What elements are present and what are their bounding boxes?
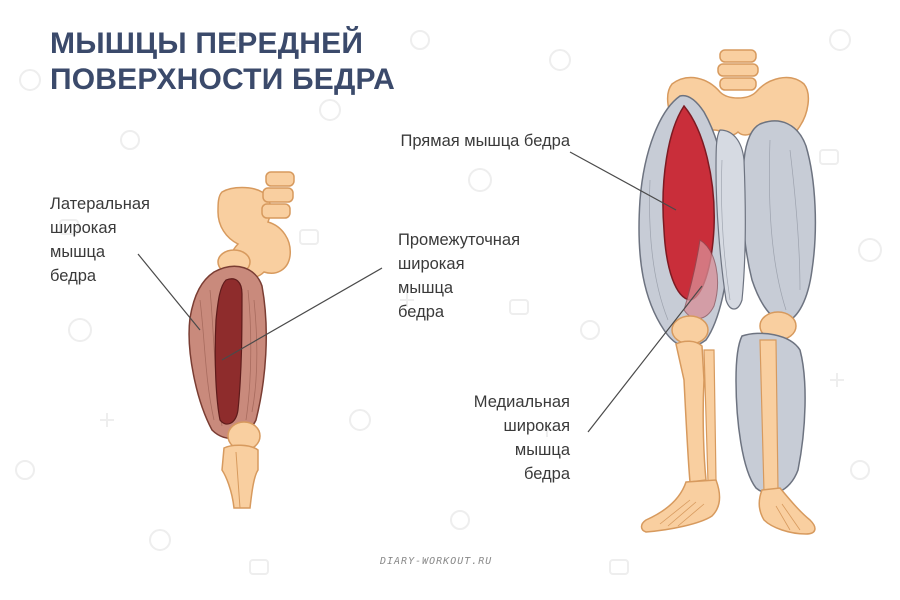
left-fibula-bone bbox=[703, 349, 717, 483]
leader-line-vastus-medialis bbox=[587, 285, 703, 433]
left-foot bbox=[640, 479, 721, 533]
leader-line-vastus-lateralis bbox=[137, 253, 201, 331]
label-rectus-femoris: Прямая мышца бедра bbox=[400, 132, 570, 150]
side-view-leg bbox=[188, 171, 295, 509]
vastus-intermedius-muscle bbox=[214, 278, 243, 425]
inner-thigh-muscles bbox=[715, 129, 746, 310]
title-line-1: МЫШЦЫ ПЕРЕДНЕЙ bbox=[50, 27, 364, 60]
right-outer-muscles bbox=[741, 120, 817, 323]
spine-side bbox=[261, 171, 295, 219]
leader-line-vastus-intermedius bbox=[221, 267, 383, 361]
left-tibia-bone bbox=[675, 340, 707, 483]
leader-lines bbox=[137, 151, 703, 433]
title-line-2: ПОВЕРХНОСТИ БЕДРА bbox=[50, 63, 395, 96]
spine-front bbox=[717, 49, 759, 91]
label-vastus-intermedius: Промежуточная широкая мышца бедра bbox=[398, 231, 521, 321]
front-view-legs bbox=[638, 49, 817, 535]
leader-line-rectus-femoris bbox=[569, 151, 677, 211]
label-vastus-lateralis: Латеральная широкая мышца бедра bbox=[50, 195, 150, 285]
label-vastus-medialis: Медиальная широкая мышца бедра bbox=[473, 393, 570, 483]
left-knee bbox=[671, 315, 709, 345]
page-title: МЫШЦЫ ПЕРЕДНЕЙ ПОВЕРХНОСТИ БЕДРА bbox=[50, 26, 395, 98]
tibia-side-bone bbox=[221, 444, 259, 509]
watermark: DIARY-WORKOUT.RU bbox=[380, 556, 493, 567]
